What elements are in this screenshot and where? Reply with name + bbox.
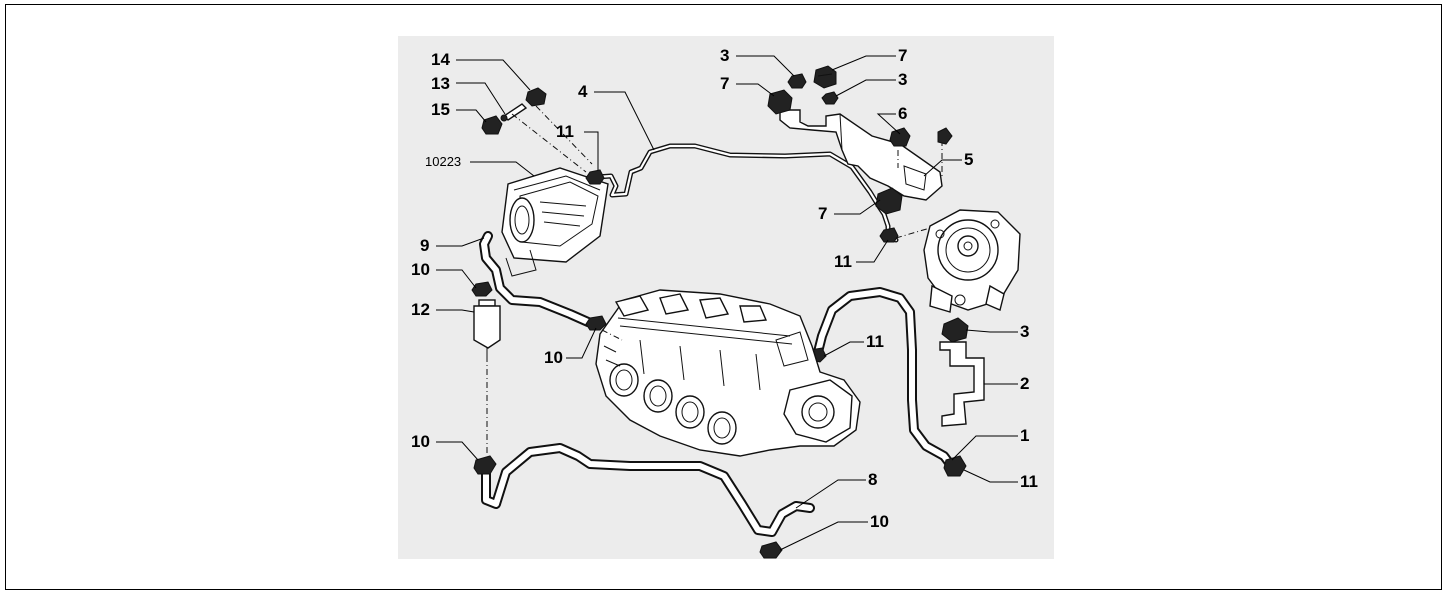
clamp-10-hose8-left [473,455,497,475]
callout-10-manifold: 10 [544,348,563,367]
callout-7-left: 7 [720,74,729,93]
callout-5: 5 [964,150,973,169]
air-filter-box [501,167,609,277]
grommet-7-lower [875,187,903,215]
centerline-reducer [895,227,931,239]
part-14-cap [525,87,547,107]
page-frame [5,4,1442,590]
callout-10-upper: 10 [411,260,430,279]
part-15-cap [481,115,503,135]
callout-11-bottom: 11 [1020,472,1038,491]
callout-3-lower: 3 [1020,322,1029,341]
callout-10223: 10223 [425,154,461,169]
callout-4: 4 [578,82,588,101]
callout-13: 13 [431,74,450,93]
centerline-10b [601,329,623,341]
callout-3-right: 3 [898,70,907,89]
clamp-10-hose9 [585,315,607,331]
centerline-13 [511,113,587,173]
grommet-6 [889,127,911,147]
clamp-10-hose8-bottom [759,541,783,559]
part-13-pin [500,103,528,122]
clip-3-top [787,73,807,89]
clamp-11-pipe4-start [585,169,605,185]
centerline-14 [535,105,593,165]
callout-12: 12 [411,300,430,319]
callout-11-top: 11 [556,122,574,141]
callout-14: 14 [431,50,450,69]
callout-6: 6 [898,104,907,123]
pipe-4 [594,143,899,243]
callout-8: 8 [868,470,877,489]
callout-1: 1 [1020,426,1029,445]
hose-9 [479,231,593,327]
leader-lines [436,55,1018,551]
gas-reducer [923,209,1021,313]
callout-10-lower: 10 [411,432,430,451]
intake-manifold [595,289,861,457]
callout-9: 9 [420,236,429,255]
callout-11-reducer: 11 [834,252,852,271]
callout-15: 15 [431,100,450,119]
grommet-7-top [813,65,837,89]
callout-3-top: 3 [720,46,729,65]
clamp-11-pipe-end [879,227,899,243]
callout-11-hose1: 11 [866,332,884,351]
hose-1 [813,287,955,469]
callout-labels: 14 13 15 11 10223 4 3 7 7 3 6 5 7 11 9 1… [411,46,1038,531]
callout-7-top: 7 [898,46,907,65]
grommet-3-lower [941,317,969,343]
callout-10-bottom: 10 [870,512,889,531]
callout-2: 2 [1020,374,1029,393]
hose-8 [481,443,815,537]
clamp-11-hose1-bottom [943,455,967,477]
clip-3-right [821,91,839,105]
bracket-5-6 [779,109,943,201]
callout-7-lower: 7 [818,204,827,223]
clip-right-far [937,127,953,145]
bracket-2 [939,341,985,427]
filter-12 [471,281,501,356]
